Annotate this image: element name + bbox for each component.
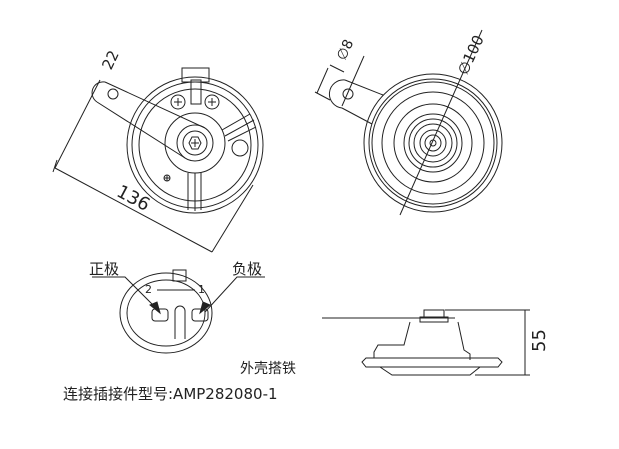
connector-face [92,269,265,354]
front-view [52,67,264,253]
pin-2-label: 2 [145,283,152,296]
mount-hole [107,88,119,100]
screw-left [170,94,186,110]
positive-label: 正极 [89,260,120,278]
top-view [314,29,503,216]
pin-1-label: 1 [198,283,205,296]
connector-model-note: 连接插接件型号:AMP282080-1 [63,385,278,403]
side-view [322,309,530,376]
height-dimension: 55 [528,329,550,352]
negative-label: 负极 [232,260,263,278]
ground-note: 外壳搭铁 [240,361,296,377]
screw-right [204,94,220,110]
